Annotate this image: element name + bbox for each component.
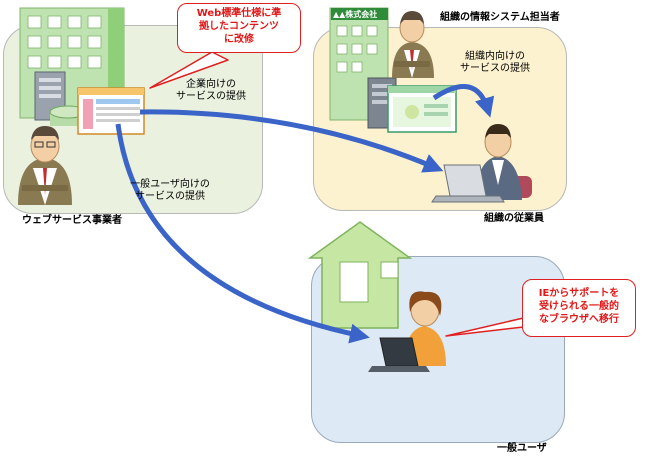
callout-web-standard: Web標準仕様に準 拠したコンテンツ に改修 xyxy=(177,3,301,53)
arrow-enterprise-service xyxy=(139,109,444,173)
org-admin-person-icon xyxy=(392,11,434,78)
laptop-icon xyxy=(431,164,505,203)
label-org-admin: 組織の情報システム担当者 xyxy=(440,12,560,23)
vendor-person-icon xyxy=(18,126,72,205)
label-general-user: 一般ユーザ xyxy=(497,443,547,454)
vendor-web-page-icon xyxy=(77,87,145,135)
label-vendor: ウェブサービス事業者 xyxy=(22,215,122,226)
arrow-general-service xyxy=(115,123,370,344)
callout-browser-migration: IEからサポートを 受けられる一般的 なブラウザへ移行 xyxy=(522,279,636,337)
label-internal-service: 組織内向けの サービスの提供 xyxy=(460,51,530,74)
callout-web-standard-tail xyxy=(149,51,229,89)
organization-web-page-icon xyxy=(387,85,457,133)
label-enterprise-service: 企業向けの サービスの提供 xyxy=(176,79,246,102)
org-employee-person-icon xyxy=(476,124,532,200)
vendor-server-icon xyxy=(34,71,87,126)
callout-browser-tail xyxy=(445,315,533,337)
user-laptop-icon xyxy=(368,337,430,372)
label-general-service: 一般ユーザ向けの サービスの提供 xyxy=(130,179,210,202)
house-icon xyxy=(307,221,413,329)
arrow-internal-service xyxy=(432,84,495,118)
building-sign: ▲▲株式会社 xyxy=(333,10,378,19)
label-org-employee: 組織の従業員 xyxy=(484,213,544,224)
